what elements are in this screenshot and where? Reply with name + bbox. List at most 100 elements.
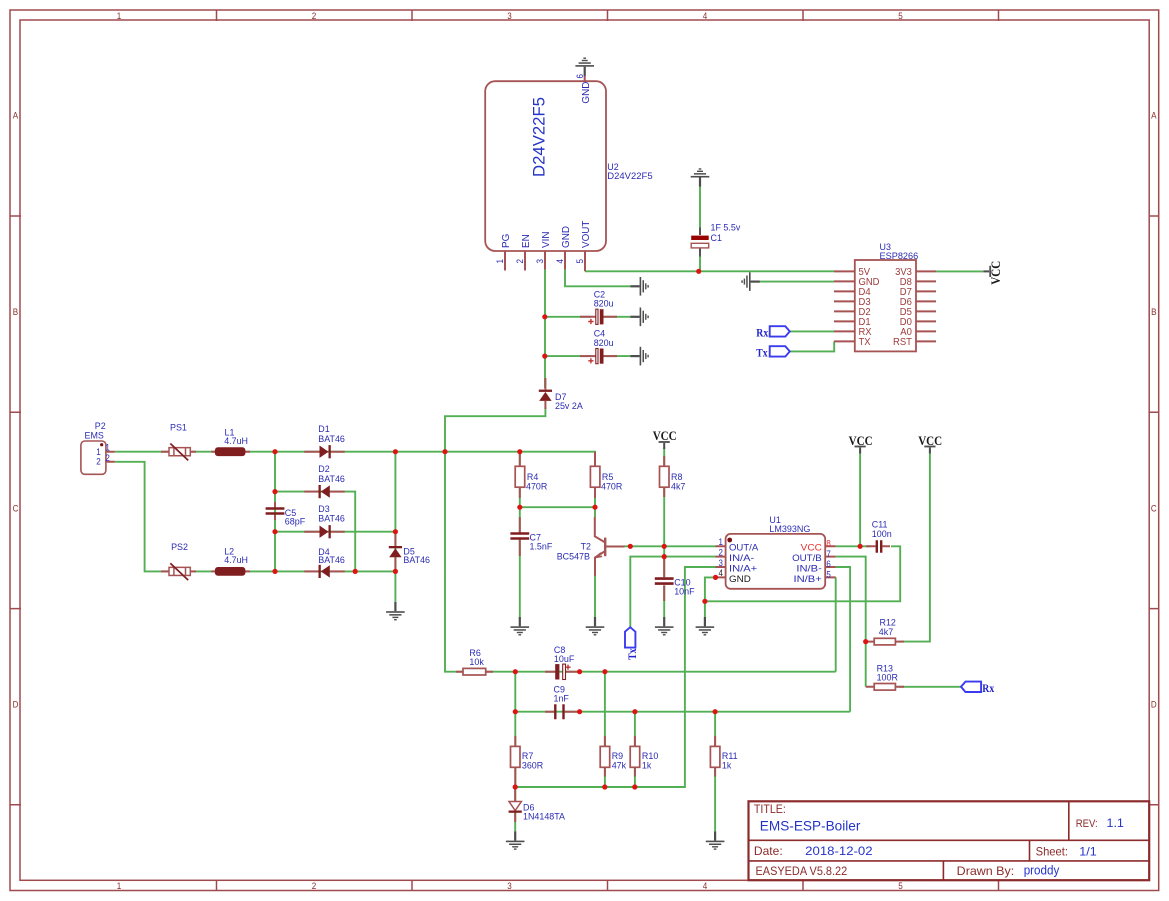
- svg-text:4: 4: [703, 881, 708, 892]
- svg-text:LM393NG: LM393NG: [769, 524, 810, 535]
- svg-text:2: 2: [312, 881, 317, 892]
- svg-text:BAT46: BAT46: [403, 555, 430, 566]
- svg-text:D1: D1: [859, 317, 871, 328]
- svg-text:4k7: 4k7: [879, 627, 893, 638]
- svg-text:C5: C5: [285, 508, 296, 519]
- svg-text:Sheet:: Sheet:: [1036, 845, 1068, 859]
- svg-text:5: 5: [898, 881, 903, 892]
- svg-text:Tx: Tx: [627, 648, 639, 660]
- svg-text:R12: R12: [880, 618, 896, 629]
- svg-text:4.7uH: 4.7uH: [224, 436, 248, 447]
- svg-text:GND: GND: [729, 573, 751, 584]
- svg-text:10nF: 10nF: [674, 587, 695, 598]
- svg-text:470R: 470R: [601, 482, 622, 493]
- svg-text:U1: U1: [769, 515, 780, 526]
- svg-text:1: 1: [495, 259, 506, 264]
- svg-text:C10: C10: [674, 578, 690, 589]
- svg-text:A0: A0: [900, 327, 912, 338]
- svg-text:820u: 820u: [594, 338, 614, 349]
- svg-text:RST: RST: [893, 337, 912, 348]
- svg-text:6: 6: [826, 558, 830, 569]
- svg-text:VIN: VIN: [541, 232, 552, 249]
- svg-text:25v 2A: 25v 2A: [555, 401, 583, 412]
- svg-text:C: C: [1151, 503, 1157, 514]
- svg-text:R8: R8: [671, 472, 682, 483]
- svg-text:D5: D5: [403, 547, 414, 558]
- svg-text:D5: D5: [900, 307, 912, 318]
- svg-text:TITLE:: TITLE:: [754, 804, 786, 816]
- svg-text:2: 2: [515, 259, 526, 264]
- svg-text:R7: R7: [522, 751, 533, 762]
- svg-text:D0: D0: [900, 317, 913, 328]
- svg-text:IN/A-: IN/A-: [729, 552, 754, 563]
- svg-text:EN: EN: [521, 234, 532, 248]
- svg-text:3V3: 3V3: [895, 267, 912, 278]
- svg-text:R13: R13: [877, 663, 893, 674]
- svg-text:ESP8266: ESP8266: [880, 251, 919, 262]
- svg-text:4k7: 4k7: [671, 482, 685, 493]
- svg-text:Drawn By:: Drawn By:: [957, 864, 1015, 878]
- svg-text:3: 3: [719, 557, 723, 568]
- svg-text:D3: D3: [859, 297, 871, 308]
- svg-text:2018-12-02: 2018-12-02: [805, 844, 873, 858]
- svg-text:OUT/B: OUT/B: [792, 552, 822, 563]
- svg-text:C11: C11: [872, 519, 888, 530]
- svg-text:5: 5: [575, 259, 586, 264]
- svg-text:P2: P2: [95, 421, 106, 432]
- svg-text:68pF: 68pF: [285, 516, 306, 527]
- svg-text:360R: 360R: [522, 760, 543, 771]
- svg-text:1: 1: [105, 442, 110, 453]
- svg-text:R9: R9: [612, 751, 623, 762]
- svg-text:D8: D8: [900, 277, 912, 288]
- svg-text:C7: C7: [530, 533, 541, 544]
- svg-text:1/1: 1/1: [1079, 845, 1097, 859]
- svg-text:R10: R10: [642, 751, 658, 762]
- svg-text:BAT46: BAT46: [318, 434, 345, 445]
- svg-text:4.7uH: 4.7uH: [224, 555, 248, 566]
- svg-text:1nF: 1nF: [554, 694, 570, 705]
- svg-text:2: 2: [719, 546, 723, 557]
- svg-text:VCC: VCC: [988, 261, 1003, 285]
- svg-text:L2: L2: [224, 546, 234, 557]
- svg-text:D24V22F5: D24V22F5: [531, 97, 549, 177]
- svg-text:1F 5.5v: 1F 5.5v: [711, 223, 741, 234]
- svg-text:1N4148TA: 1N4148TA: [523, 811, 566, 822]
- svg-text:D2: D2: [859, 307, 871, 318]
- svg-text:4: 4: [555, 258, 566, 263]
- svg-text:BAT46: BAT46: [318, 555, 345, 566]
- svg-text:D2: D2: [318, 464, 329, 475]
- svg-text:1.5nF: 1.5nF: [530, 542, 553, 553]
- svg-text:D4: D4: [859, 287, 872, 298]
- svg-text:C4: C4: [594, 329, 606, 340]
- svg-text:47k: 47k: [612, 760, 627, 771]
- svg-text:C8: C8: [554, 645, 565, 656]
- svg-text:4: 4: [719, 567, 723, 578]
- svg-text:VOUT: VOUT: [581, 220, 592, 248]
- svg-text:RX: RX: [859, 327, 873, 338]
- svg-text:2: 2: [96, 456, 101, 467]
- svg-text:4: 4: [703, 11, 708, 22]
- svg-text:R11: R11: [722, 751, 738, 762]
- svg-text:3: 3: [535, 259, 546, 264]
- svg-text:VCC: VCC: [849, 433, 873, 448]
- svg-text:6: 6: [575, 74, 586, 79]
- svg-text:U2: U2: [607, 162, 618, 173]
- svg-text:C: C: [13, 503, 19, 514]
- svg-text:REV:: REV:: [1076, 818, 1098, 830]
- svg-text:8: 8: [826, 538, 830, 549]
- svg-text:R5: R5: [602, 472, 613, 483]
- svg-text:VCC: VCC: [918, 433, 942, 448]
- svg-text:2: 2: [312, 11, 317, 22]
- svg-text:IN/B-: IN/B-: [796, 562, 821, 573]
- svg-text:D7: D7: [900, 287, 912, 298]
- svg-text:5: 5: [898, 11, 903, 22]
- svg-text:10uF: 10uF: [554, 654, 575, 665]
- svg-text:D: D: [1151, 700, 1157, 711]
- svg-text:GND: GND: [859, 277, 880, 288]
- svg-text:PS1: PS1: [170, 423, 187, 434]
- svg-text:100R: 100R: [877, 673, 898, 684]
- svg-text:IN/B+: IN/B+: [794, 573, 823, 584]
- svg-text:Date:: Date:: [754, 844, 783, 858]
- svg-text:D3: D3: [318, 504, 329, 515]
- svg-text:D6: D6: [900, 297, 912, 308]
